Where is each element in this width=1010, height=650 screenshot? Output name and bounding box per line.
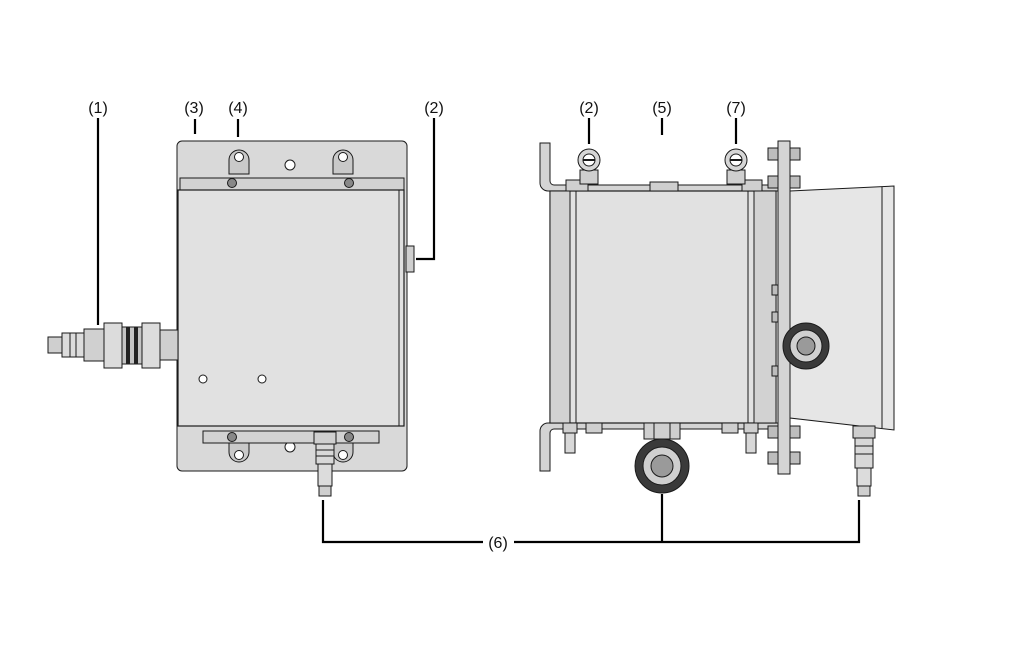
mounting-ears-bottom [228, 437, 354, 463]
port-fitting-7 [724, 148, 748, 185]
side-box [789, 185, 895, 431]
round-port [782, 322, 830, 370]
callout-2-right: (2) [579, 100, 599, 117]
callout-3: (3) [184, 100, 204, 117]
callout-4: (4) [228, 100, 248, 117]
side-view [539, 140, 895, 497]
callout-7: (7) [726, 100, 746, 117]
cable-gland-side [634, 422, 690, 494]
connector-side [852, 425, 876, 497]
top-rail [179, 177, 405, 191]
leader-lines [96, 118, 861, 544]
callout-labels: (1) (3) (4) (2) (2) (5) (7) (6) [88, 100, 746, 552]
callout-1: (1) [88, 100, 108, 117]
port-fitting-2 [577, 148, 601, 185]
connector-plug [47, 322, 179, 369]
front-view [47, 140, 415, 497]
callout-5: (5) [652, 100, 672, 117]
flange-bolts [767, 147, 801, 465]
bottom-bolts [562, 422, 759, 454]
mounting-ears-top [228, 149, 354, 175]
cable-gland-front [313, 431, 337, 497]
housing-body-side [549, 190, 777, 424]
housing-cover-front [177, 189, 405, 427]
callout-6: (6) [488, 535, 508, 552]
flange-plate [777, 140, 791, 475]
callout-2-left: (2) [424, 100, 444, 117]
side-port [405, 245, 415, 273]
